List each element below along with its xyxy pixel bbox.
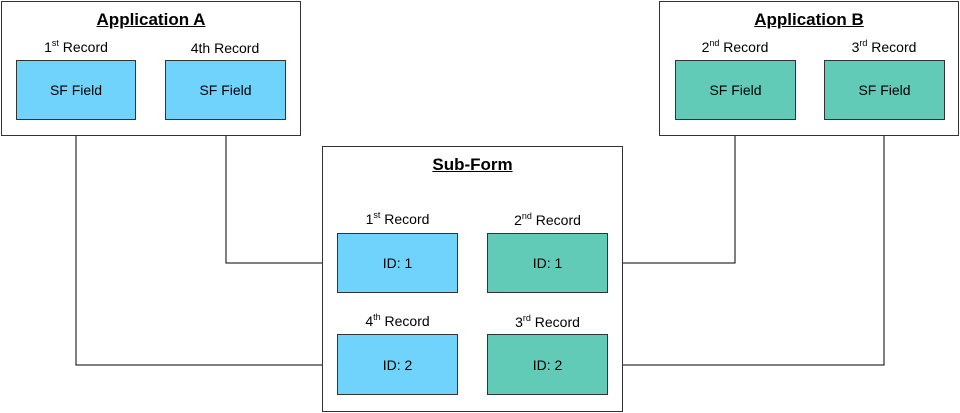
record-number: 1 <box>44 39 52 55</box>
record-number: 4 <box>365 313 374 329</box>
sf-field-label: SF Field <box>199 82 252 98</box>
id-label: ID: 1 <box>532 255 563 271</box>
app-a-record-label-2: 4th Record <box>165 40 285 56</box>
record-ordinal: nd <box>709 38 720 48</box>
record-ordinal: st <box>373 210 381 220</box>
subform-record-label-4th: 4th Record <box>337 312 458 330</box>
id-label: ID: 2 <box>532 356 563 373</box>
record-word: Record <box>380 313 430 329</box>
connector-3rd-record <box>607 113 889 366</box>
subform-record-label-2nd: 2nd Record <box>487 211 608 229</box>
id-label: ID: 1 <box>382 255 413 271</box>
record-ordinal: rd <box>859 38 868 48</box>
connector-2nd-record <box>607 113 740 264</box>
subform-id-box-4th[interactable]: ID: 2 <box>337 334 458 395</box>
subform-record-label-3rd: 3rd Record <box>487 313 608 331</box>
connector-4th-record <box>221 113 337 264</box>
record-number: 2 <box>701 39 710 55</box>
record-word: Record <box>380 211 430 227</box>
app-b-record-label-1: 2nd Record <box>675 38 795 56</box>
application-b-title: Application B <box>754 10 864 29</box>
record-ordinal: st <box>51 38 59 48</box>
record-word: Record <box>719 39 769 55</box>
record-number: 3 <box>515 314 523 330</box>
subform-id-box-2nd[interactable]: ID: 1 <box>487 233 608 293</box>
app-b-sf-field-1[interactable]: SF Field <box>675 60 796 120</box>
connector-1st-record <box>71 113 337 366</box>
record-word: Record <box>210 40 260 56</box>
sf-field-label: SF Field <box>49 82 103 98</box>
record-word: Record <box>531 212 581 228</box>
sf-field-label: SF Field <box>709 82 762 98</box>
app-a-sf-field-2[interactable]: SF Field <box>165 60 286 120</box>
application-a-title: Application A <box>96 10 206 29</box>
subform-id-box-1st[interactable]: ID: 1 <box>337 233 458 293</box>
subform-id-box-3rd[interactable]: ID: 2 <box>487 334 608 395</box>
record-word: Record <box>530 314 580 330</box>
app-a-record-label-1: 1st Record <box>16 38 136 56</box>
record-word: Record <box>58 39 108 55</box>
record-ordinal: rd <box>522 313 531 323</box>
subform-title: Sub-Form <box>432 155 513 174</box>
sf-field-label: SF Field <box>858 82 911 98</box>
record-word: Record <box>867 39 917 55</box>
app-b-record-label-2: 3rd Record <box>824 38 944 56</box>
record-number: 1 <box>365 211 374 227</box>
record-number: 4th <box>190 40 211 56</box>
app-b-sf-field-2[interactable]: SF Field <box>824 60 945 120</box>
id-label: ID: 2 <box>382 356 413 373</box>
record-number: 3 <box>851 39 860 55</box>
app-a-sf-field-1[interactable]: SF Field <box>16 60 136 120</box>
record-ordinal: nd <box>521 211 532 221</box>
record-number: 2 <box>514 212 522 228</box>
record-ordinal: th <box>373 312 381 322</box>
subform-record-label-1st: 1st Record <box>337 210 458 228</box>
